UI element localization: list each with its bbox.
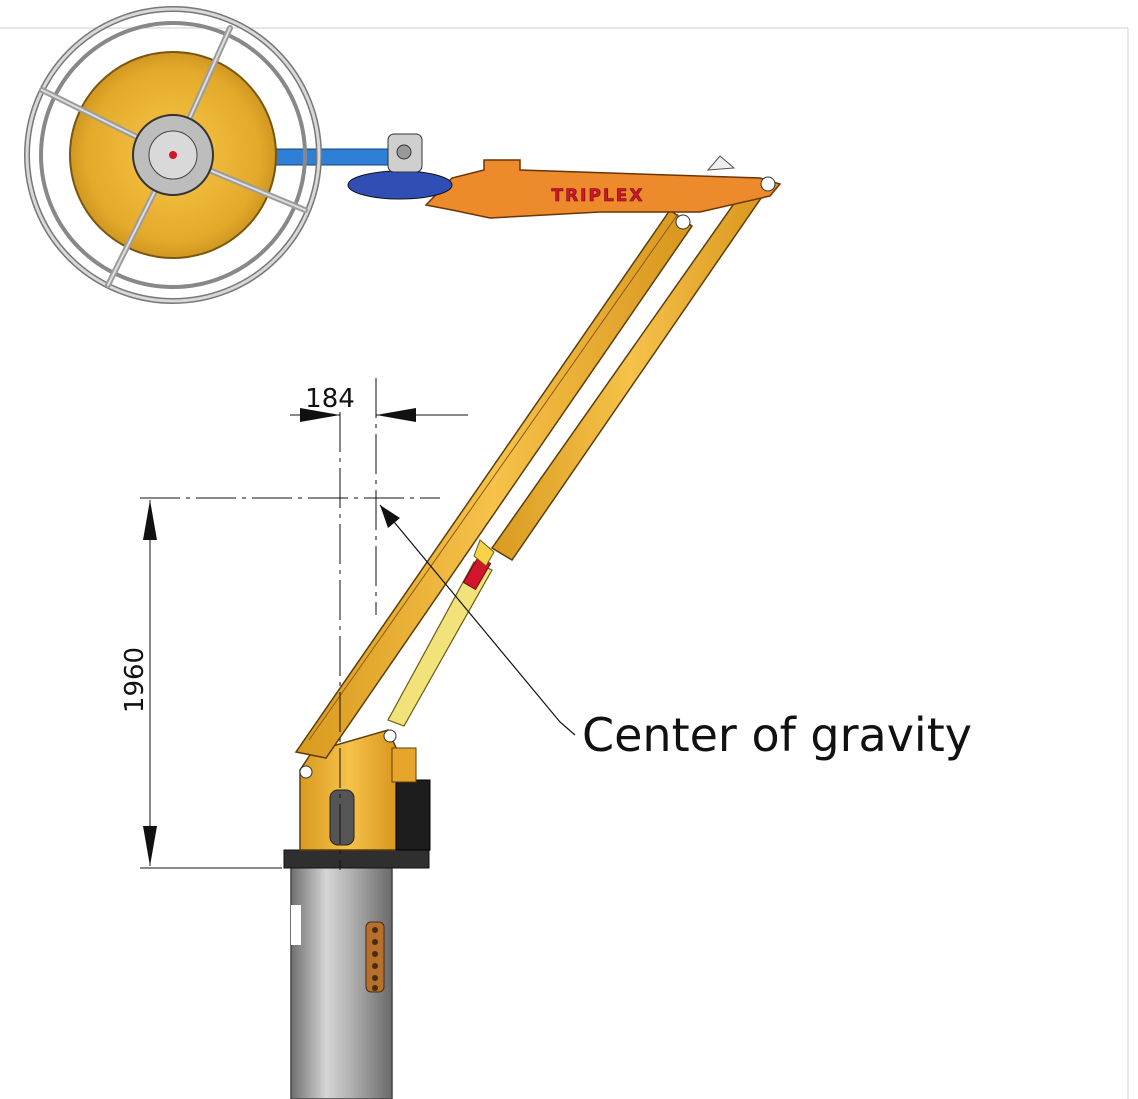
- post-cutout: [291, 905, 301, 945]
- post-flange: [283, 849, 430, 869]
- hydraulic-cylinder: [387, 539, 495, 727]
- brand-label: TRIPLEX: [551, 186, 644, 206]
- pedestal: [283, 849, 430, 1099]
- jib-arm: TRIPLEX: [424, 155, 782, 219]
- center-of-gravity-label: Center of gravity: [582, 708, 972, 762]
- slew-base: [299, 729, 431, 851]
- dimension-vertical: 1960: [120, 647, 150, 713]
- hose-reel: [24, 6, 322, 304]
- link-arm: [490, 176, 770, 562]
- dimension-horizontal: 184: [305, 384, 355, 414]
- connector-pins: [372, 927, 378, 991]
- main-boom: [294, 208, 694, 759]
- reel-cage-inner: [39, 21, 307, 289]
- dimension-lines: [140, 378, 576, 870]
